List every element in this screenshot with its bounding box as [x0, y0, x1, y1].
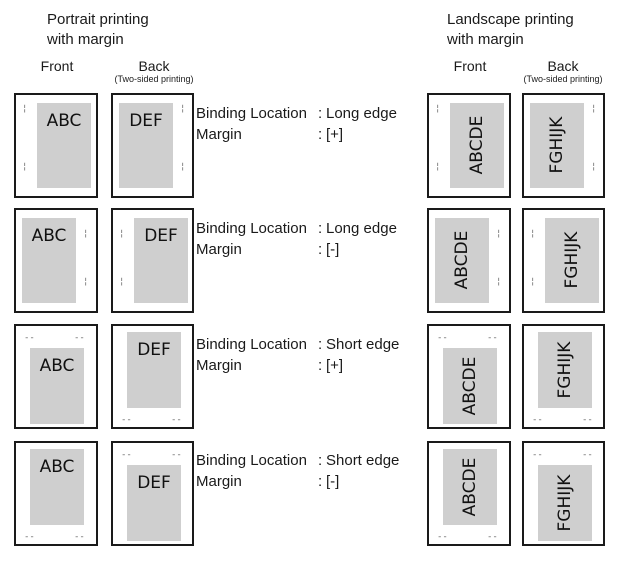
page-landscape-front-row1: ABCDE ¦ ¦ — [427, 93, 511, 198]
row1-margin-label: Margin — [196, 126, 242, 143]
row3-binding-label: Binding Location — [196, 336, 307, 353]
row2-margin-sep: : — [318, 241, 323, 258]
landscape-back-header: Back — [547, 58, 579, 74]
portrait-back-header: Back — [138, 58, 170, 74]
row3-margin-sep: : — [318, 357, 323, 374]
page-text: ABCDE — [467, 115, 487, 175]
row1-margin-value: [+] — [326, 126, 344, 143]
page-text: ABCDE — [460, 356, 480, 416]
row4-binding-sep: : — [318, 452, 323, 469]
row2-binding-sep: : — [318, 220, 323, 237]
page-text: ABCDE — [460, 457, 480, 517]
row1-binding-sep: : — [318, 105, 323, 122]
page-portrait-front-row3: ABC -- -- — [14, 324, 98, 429]
row1-margin-sep: : — [318, 126, 323, 143]
page-landscape-back-row1: FGHIJK ¦ ¦ — [522, 93, 605, 198]
row2-binding-value: Long edge — [326, 220, 397, 237]
portrait-title-line1: Portrait printing — [47, 11, 149, 28]
page-text: ABC — [46, 111, 82, 131]
page-text: ABC — [31, 226, 67, 246]
page-portrait-front-row1: ABC ¦ ¦ — [14, 93, 98, 198]
row2-margin-value: [-] — [326, 241, 340, 258]
page-landscape-back-row4: FGHIJK -- -- — [522, 441, 605, 546]
page-text: FGHIJK — [555, 341, 575, 399]
landscape-back-note: (Two-sided printing) — [523, 74, 603, 84]
page-text: FGHIJK — [555, 474, 575, 532]
page-text: DEF — [137, 340, 171, 360]
page-portrait-back-row4: DEF -- -- — [111, 441, 194, 546]
portrait-front-header: Front — [40, 58, 74, 74]
page-portrait-front-row4: ABC -- -- — [14, 441, 98, 546]
page-landscape-back-row2: FGHIJK ¦ ¦ — [522, 208, 605, 313]
page-landscape-front-row2: ABCDE ¦ ¦ — [427, 208, 511, 313]
row4-margin-sep: : — [318, 473, 323, 490]
row3-margin-value: [+] — [326, 357, 344, 374]
page-portrait-back-row3: DEF -- -- — [111, 324, 194, 429]
landscape-front-header: Front — [453, 58, 487, 74]
row3-binding-value: Short edge — [326, 336, 400, 353]
page-text: DEF — [129, 111, 163, 131]
page-text: ABC — [39, 457, 75, 477]
row4-margin-value: [-] — [326, 473, 340, 490]
page-portrait-back-row2: DEF ¦ ¦ — [111, 208, 194, 313]
row1-binding-value: Long edge — [326, 105, 397, 122]
page-landscape-back-row3: FGHIJK -- -- — [522, 324, 605, 429]
page-text: DEF — [137, 473, 171, 493]
page-text: FGHIJK — [562, 231, 582, 289]
row1-binding-label: Binding Location — [196, 105, 307, 122]
page-portrait-back-row1: DEF ¦ ¦ — [111, 93, 194, 198]
page-landscape-front-row3: ABCDE -- -- — [427, 324, 511, 429]
row2-binding-label: Binding Location — [196, 220, 307, 237]
page-text: ABCDE — [452, 230, 472, 290]
page-text: DEF — [144, 226, 178, 246]
page-portrait-front-row2: ABC ¦ ¦ — [14, 208, 98, 313]
page-text: FGHIJK — [547, 116, 567, 174]
row4-binding-label: Binding Location — [196, 452, 307, 469]
row4-margin-label: Margin — [196, 473, 242, 490]
portrait-back-note: (Two-sided printing) — [114, 74, 194, 84]
page-landscape-front-row4: ABCDE -- -- — [427, 441, 511, 546]
row2-margin-label: Margin — [196, 241, 242, 258]
page-text: ABC — [39, 356, 75, 376]
row4-binding-value: Short edge — [326, 452, 400, 469]
row3-margin-label: Margin — [196, 357, 242, 374]
landscape-title-line1: Landscape printing — [447, 11, 574, 28]
landscape-title-line2: with margin — [447, 31, 524, 48]
portrait-title-line2: with margin — [47, 31, 124, 48]
row3-binding-sep: : — [318, 336, 323, 353]
